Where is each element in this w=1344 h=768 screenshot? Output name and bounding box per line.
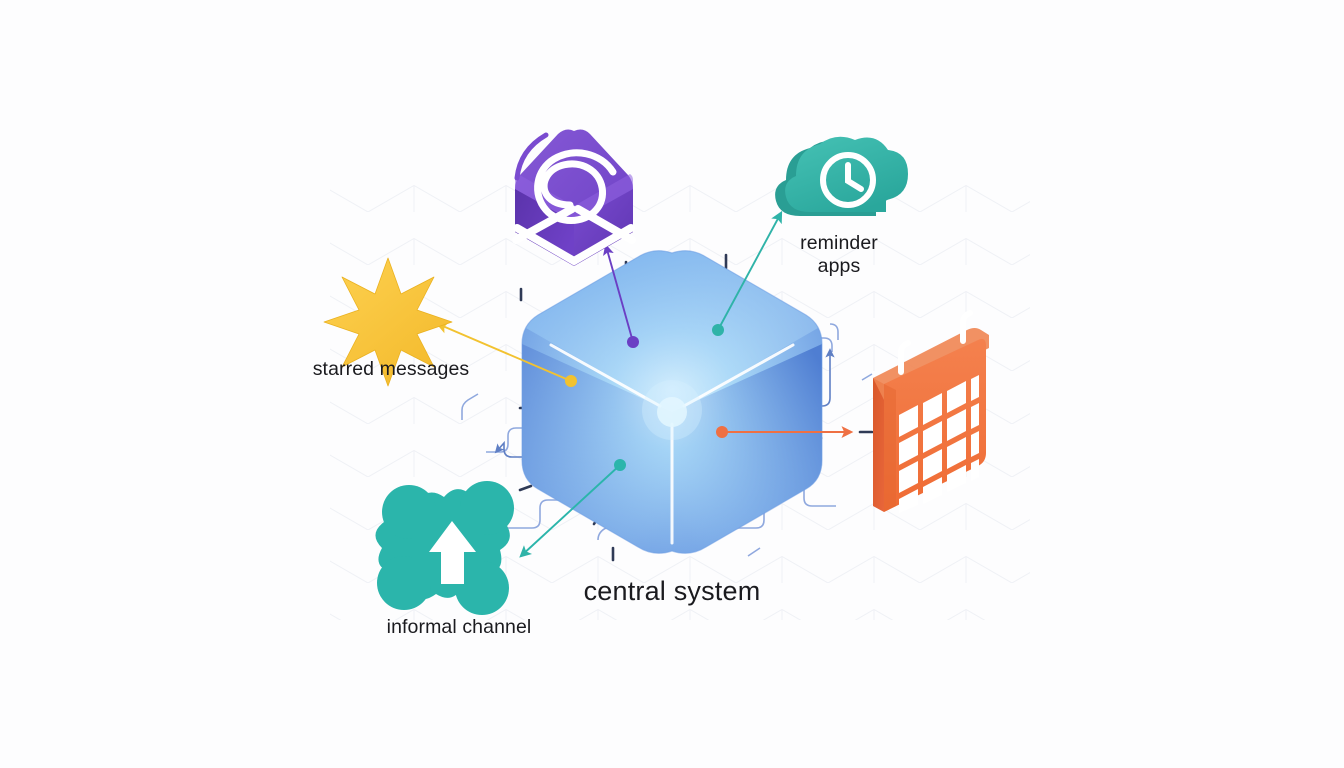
connector-to-reminder-apps [712,210,783,336]
label-reminder-apps-line2: apps [817,255,861,277]
cube-edge-highlight [549,343,795,545]
calendar-icon[interactable] [873,310,989,513]
connector-to-informal-channel [519,459,626,558]
cube-outline [521,250,823,554]
central-system-cube[interactable] [521,250,823,554]
star-8-point-icon[interactable] [323,257,453,387]
label-informal-channel: informal channel [386,616,532,638]
label-central-system: central system [583,576,761,606]
calendar-cells [899,375,979,513]
connector-to-envelope [603,243,639,348]
cube-face-top [526,250,818,412]
label-starred-messages: starred messages [312,358,470,380]
cloud-clock-icon[interactable] [775,136,908,216]
connector-to-starred-messages [435,322,577,387]
connector-to-calendar [716,426,854,438]
envelope-spiral-icon[interactable] [512,129,636,266]
label-reminder-apps-line1: reminder [800,232,878,254]
network-node-arrow-icon[interactable] [375,481,514,615]
